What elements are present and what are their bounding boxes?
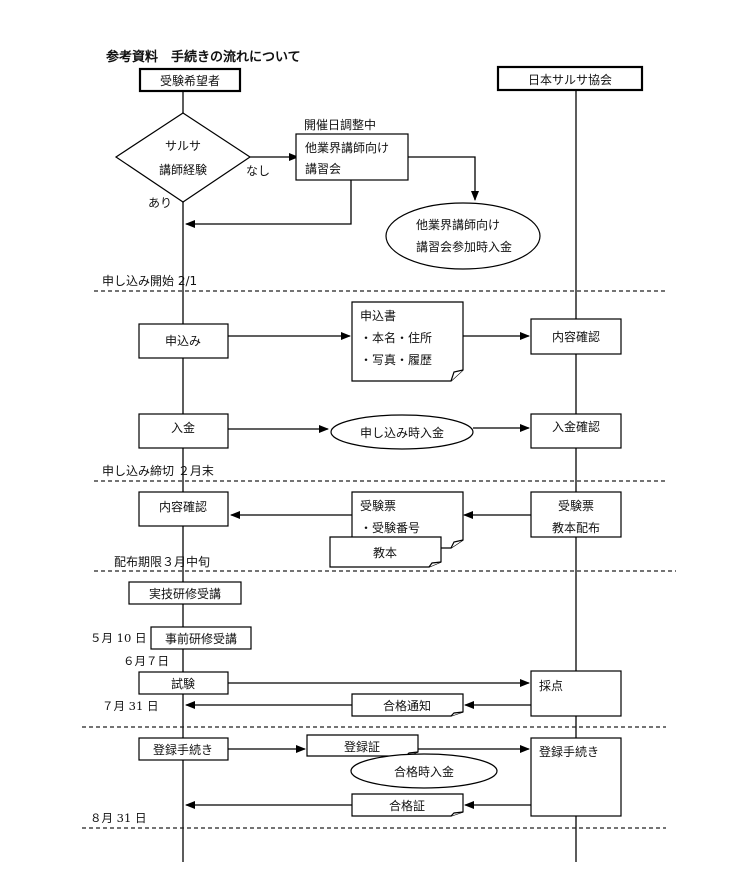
grading-label: 採点 [539,679,563,693]
instructor-experience-decision: サルサ 講師経験 [114,112,252,203]
pay-label: 入金 [171,420,195,435]
grading-box: 採点 [530,670,622,717]
decision-no-label: なし [246,164,270,178]
form-item1: ・本名・住所 [360,330,432,345]
registration-certificate-document: 登録証 [306,734,419,757]
seminar-note: 開催日調整中 [304,117,376,132]
seminar-box: 他業界講師向け 講習会 [295,133,409,181]
pass-notice-label: 合格通知 [383,698,431,713]
ticket-item: ・受験番号 [360,520,420,535]
applicant-content-check-box: 内容確認 [138,491,229,527]
assoc-registration-label: 登録手続き [539,744,599,759]
pre-training-box: 事前研修受講 [150,626,252,650]
textbook-document: 教本 [329,536,442,568]
pass-payment-ellipse: 合格時入金 [350,753,498,789]
application-payment-ellipse: 申し込み時入金 [330,414,474,450]
milestone-distribution-deadline: 配布期限３月中旬 [114,554,210,569]
ticket-title: 受験票 [360,498,396,513]
seminar-payment-ellipse: 他業界講師向け 講習会参加時入金 [385,202,541,270]
seminar-line1: 他業界講師向け [305,140,389,155]
seminar-payment-line1: 他業界講師向け [416,217,500,232]
decision-line2: 講師経験 [159,162,207,177]
association-lane-header: 日本サルサ協会 [496,65,644,92]
applicant-content-check-label: 内容確認 [159,499,207,514]
pass-notice-document: 合格通知 [351,693,464,717]
decision-yes-label: あり [148,196,172,210]
pass-payment-label: 合格時入金 [394,764,454,779]
pass-certificate-label: 合格証 [389,798,425,813]
exam-ticket-document: 受験票 ・受験番号 [351,491,464,549]
textbook-label: 教本 [373,545,397,560]
milestone-exam-date: ６月７日 [123,654,169,668]
pre-training-label: 事前研修受講 [165,631,237,646]
distribution-line2: 教本配布 [552,520,600,535]
apply-box: 申込み [138,323,229,359]
application-payment-label: 申し込み時入金 [360,425,444,440]
arrow-seminar-return [185,180,352,228]
practical-training-box: 実技研修受講 [128,581,242,605]
apply-label: 申込み [165,334,201,348]
exam-label: 試験 [171,676,195,691]
application-form-document: 申込書 ・本名・住所 ・写真・履歴 [351,301,464,382]
payment-check-box: 入金確認 [530,413,622,449]
applicant-lane-label: 受験希望者 [160,73,220,88]
registration-procedure-box: 登録手続き [138,737,229,761]
association-lane-label: 日本サルサ協会 [528,72,612,87]
assoc-content-check-label: 内容確認 [552,329,600,344]
pass-certificate-document: 合格証 [351,793,464,817]
form-title: 申込書 [360,309,396,323]
distribution-line1: 受験票 [558,498,594,513]
registration-procedure-label: 登録手続き [153,742,213,757]
assoc-registration-box: 登録手続き [530,737,622,817]
pay-box: 入金 [138,413,229,449]
exam-box: 試験 [138,671,229,695]
arrow-to-seminar-payment [408,156,479,201]
payment-check-label: 入金確認 [552,419,600,434]
seminar-line2: 講習会 [305,161,341,176]
milestone-registration-deadline: ８月 31 日 [90,811,146,825]
practical-training-label: 実技研修受講 [149,586,221,601]
milestone-application-deadline: 申し込み締切 ２月末 [102,463,214,478]
applicant-lane-header: 受験希望者 [138,67,242,93]
page-title: 参考資料 手続きの流れについて [106,49,301,65]
form-item2: ・写真・履歴 [360,353,432,367]
milestone-result-date: ７月 31 日 [102,699,158,713]
distribution-box: 受験票 教本配布 [530,491,622,538]
seminar-payment-line2: 講習会参加時入金 [416,239,512,254]
milestone-pre-training-date: ５月 10 日 [90,631,146,645]
milestone-application-start: 申し込み開始 2/1 [102,274,197,288]
assoc-content-check-box: 内容確認 [530,318,622,355]
decision-line1: サルサ [165,139,201,153]
registration-certificate-label: 登録証 [344,739,380,754]
